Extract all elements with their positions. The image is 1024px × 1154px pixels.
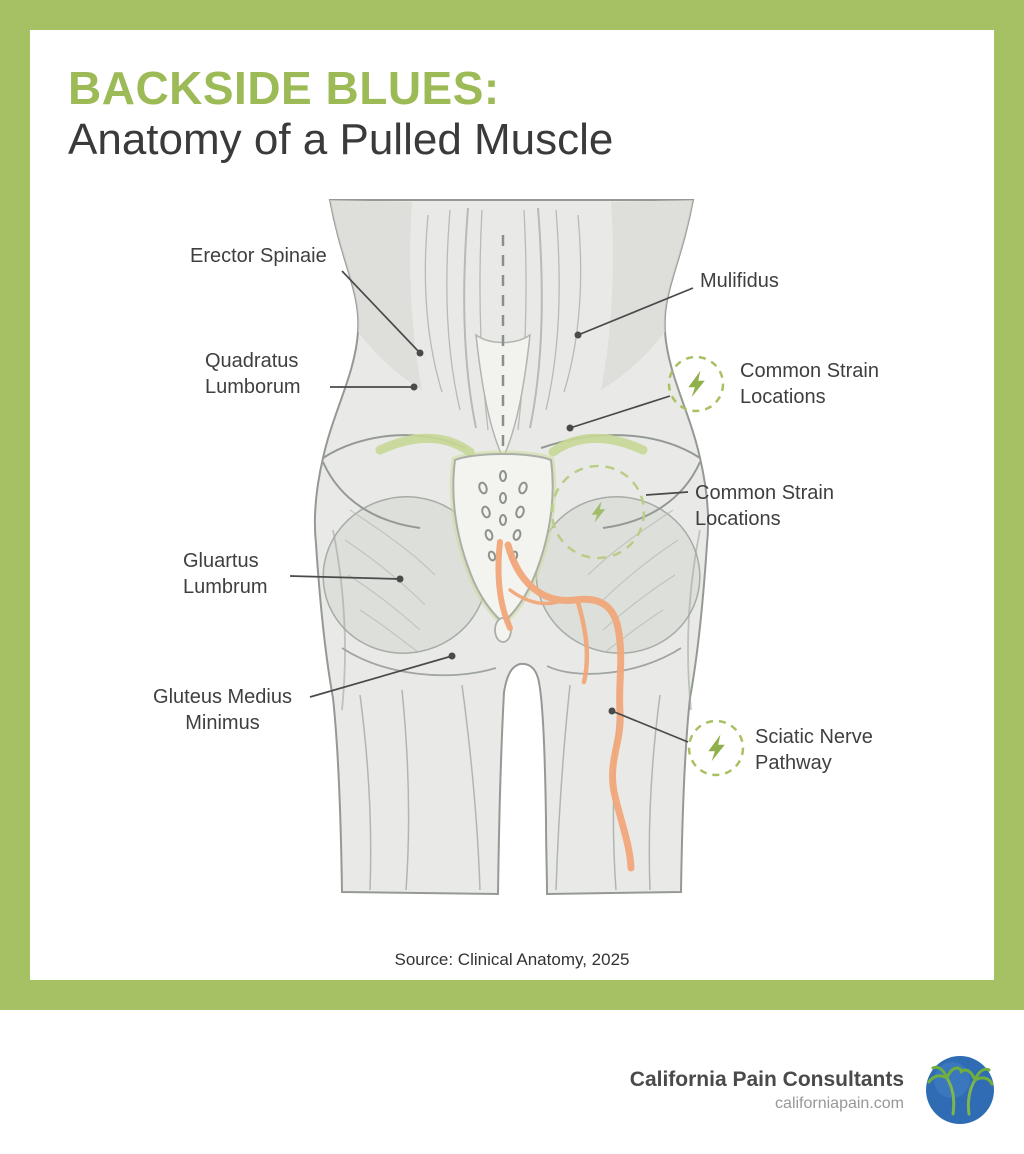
lightning-bolt-icon — [708, 734, 725, 762]
label-gluartus-lumbrum: Gluartus Lumbrum — [183, 550, 268, 598]
label-common-strain-lower: Common Strain Locations — [695, 482, 834, 530]
leader-erector-spinae — [341, 270, 421, 354]
label-multifidus: Mulifidus — [700, 270, 779, 292]
title-block: BACKSIDE BLUES: Anatomy of a Pulled Musc… — [68, 64, 613, 165]
lightning-bolt-icon — [688, 370, 705, 398]
label-erector-spinae: Erector Spinaie — [190, 245, 327, 267]
gluteal-folds — [332, 529, 701, 711]
footer-brand-block: California Pain Consultants californiapa… — [630, 1054, 996, 1126]
torso-shading — [330, 200, 693, 390]
leader-dots — [396, 331, 616, 715]
label-sciatic-nerve-pathway: Sciatic Nerve Pathway — [755, 726, 873, 774]
leader-sciatic — [611, 710, 689, 743]
green-border-frame: BACKSIDE BLUES: Anatomy of a Pulled Musc… — [0, 0, 1024, 1010]
content-panel: BACKSIDE BLUES: Anatomy of a Pulled Musc… — [30, 30, 994, 980]
brand-text: California Pain Consultants californiapa… — [630, 1067, 904, 1113]
leader-lines — [289, 270, 694, 743]
label-common-strain-upper: Common Strain Locations — [740, 360, 879, 408]
label-quadratus-lumborum: Quadratus Lumborum — [205, 350, 301, 398]
strain-zone-dashed-circle — [550, 464, 646, 560]
anatomy-diagram — [289, 199, 745, 896]
company-logo-icon — [926, 1056, 994, 1124]
gluteal-muscles — [322, 496, 701, 654]
label-gluteus-medius-minimus: Gluteus Medius Minimus — [153, 686, 292, 734]
leader-gluteus-medius — [309, 655, 453, 698]
iliac-crest-highlights — [375, 433, 648, 457]
strain-upper-icon — [667, 355, 725, 413]
leader-strain-lower — [645, 491, 689, 496]
erector-spinae-muscles — [424, 207, 582, 431]
source-citation: Source: Clinical Anatomy, 2025 — [394, 950, 630, 969]
leader-strain-upper — [569, 395, 671, 429]
footer: California Pain Consultants californiapa… — [0, 1010, 1024, 1154]
sciatic-nerve-path — [495, 539, 635, 872]
title-accent: BACKSIDE BLUES: — [68, 62, 500, 114]
leader-gluartus — [289, 575, 401, 580]
brand-name: California Pain Consultants — [629, 1067, 904, 1091]
leader-multifidus — [577, 287, 694, 336]
page-title: Anatomy of a Pulled Muscle — [68, 115, 614, 165]
glute-striations — [344, 509, 679, 653]
sciatic-icon — [687, 719, 745, 777]
brand-website: californiapain.com — [775, 1095, 904, 1113]
